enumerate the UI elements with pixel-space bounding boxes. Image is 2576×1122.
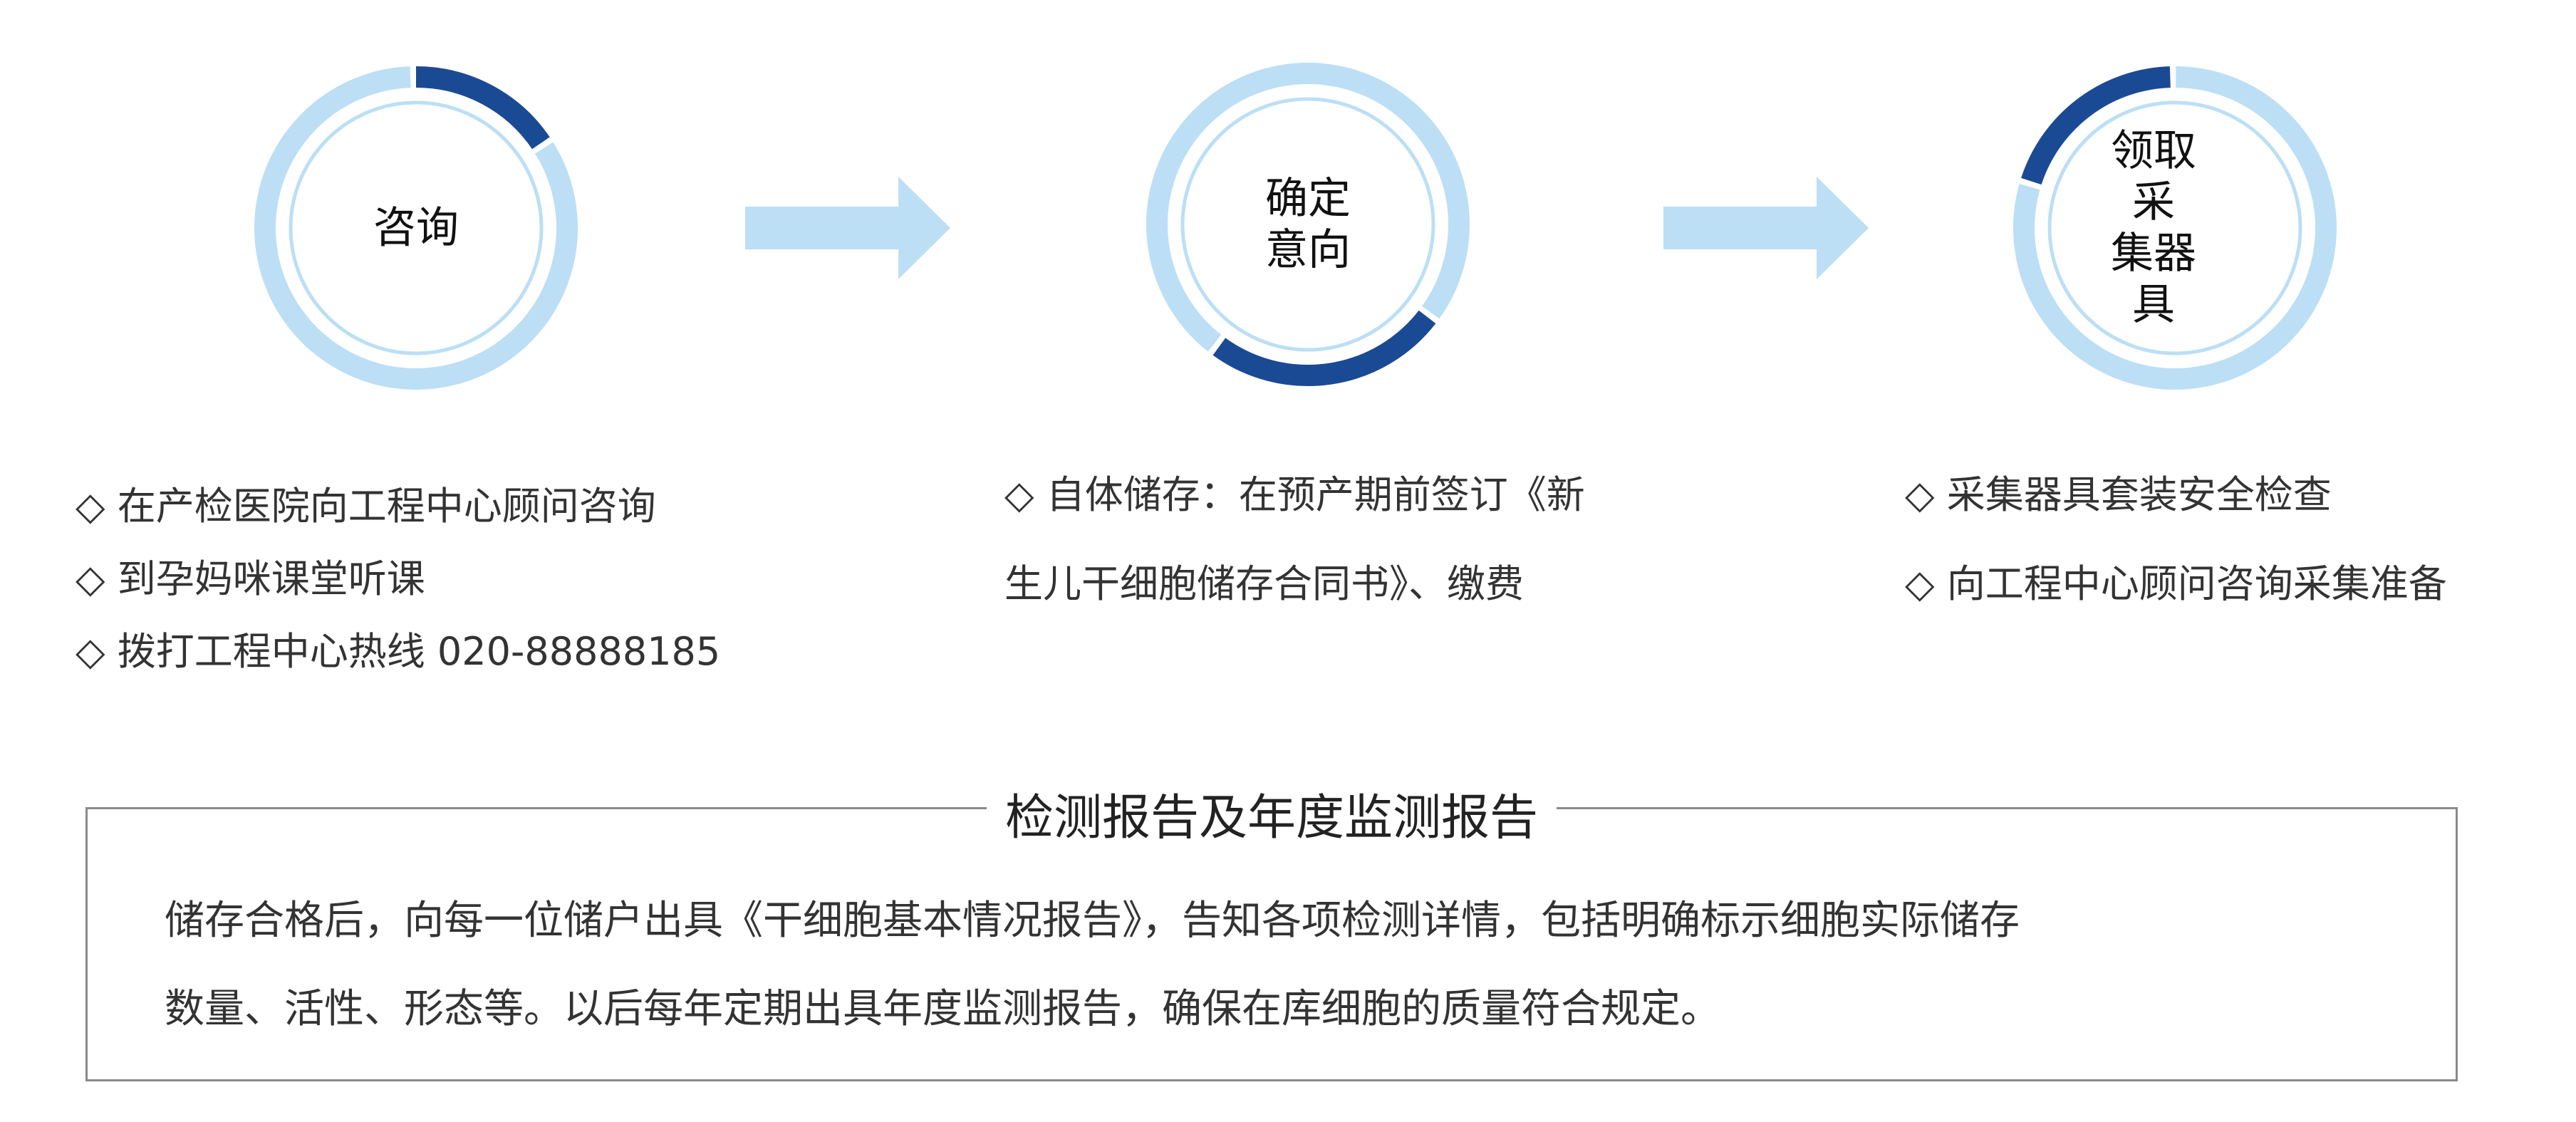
report-line: 数量、活性、形态等。以后每年定期出具年度监测报告，确保在库细胞的质量符合规定。	[165, 986, 1720, 1032]
step-2-details: ◇ 自体储存：在预产期前签订《新 生儿干细胞储存合同书》、缴费	[1004, 450, 1585, 628]
step-ring-confirm: 确定意向	[1137, 53, 1479, 395]
list-item: ◇ 自体储存：在预产期前签订《新	[1004, 472, 1585, 517]
ring-progress	[1212, 310, 1436, 386]
list-item: ◇ 向工程中心顾问咨询采集准备	[1905, 561, 2447, 606]
inner-circle	[2047, 100, 2302, 355]
list-item: ◇ 拨打工程中心热线 020-88888185	[76, 629, 721, 674]
ring-track	[1146, 63, 1470, 352]
progress-ring	[1146, 63, 1470, 386]
report-box: 检测报告及年度监测报告 储存合格后，向每一位储户出具《干细胞基本情况报告》，告知…	[85, 778, 2458, 1081]
list-item: ◇ 在产检医院向工程中心顾问咨询	[76, 484, 656, 529]
step-label: 集器具	[2111, 229, 2196, 330]
arrow-right-icon	[1663, 177, 1869, 279]
step-label: 领取采	[2111, 126, 2196, 227]
inner-circle	[1180, 97, 1435, 352]
arrow-right-icon	[745, 177, 950, 279]
step-label: 意向	[1265, 225, 1351, 275]
step-label: 确定	[1265, 174, 1351, 224]
step-1-details: ◇ 在产检医院向工程中心顾问咨询 ◇ 到孕妈咪课堂听课 ◇ 拨打工程中心热线 0…	[76, 470, 720, 688]
progress-ring	[254, 66, 578, 390]
report-title: 检测报告及年度监测报告	[986, 778, 1557, 848]
step-ring-consult: 咨询	[245, 57, 587, 399]
inner-circle	[289, 100, 544, 355]
step-3-details: ◇ 采集器具套装安全检查 ◇ 向工程中心顾问咨询采集准备	[1905, 450, 2447, 628]
ring-progress	[415, 66, 550, 150]
list-item: ◇ 到孕妈咪课堂听课	[76, 556, 425, 601]
list-item: 生儿干细胞储存合同书》、缴费	[1004, 561, 1524, 606]
ring-progress	[2021, 66, 2171, 185]
list-item: ◇ 采集器具套装安全检查	[1905, 472, 2332, 517]
step-ring-collect: 领取采集器具	[2004, 57, 2346, 399]
ring-track	[254, 66, 578, 390]
ring-track	[2013, 66, 2337, 390]
report-line: 储存合格后，向每一位储户出具《干细胞基本情况报告》，告知各项检测详情，包括明确标…	[165, 898, 2020, 944]
report-body: 储存合格后，向每一位储户出具《干细胞基本情况报告》，告知各项检测详情，包括明确标…	[165, 877, 2384, 1054]
step-label: 咨询	[373, 203, 459, 253]
progress-ring	[2013, 66, 2337, 390]
